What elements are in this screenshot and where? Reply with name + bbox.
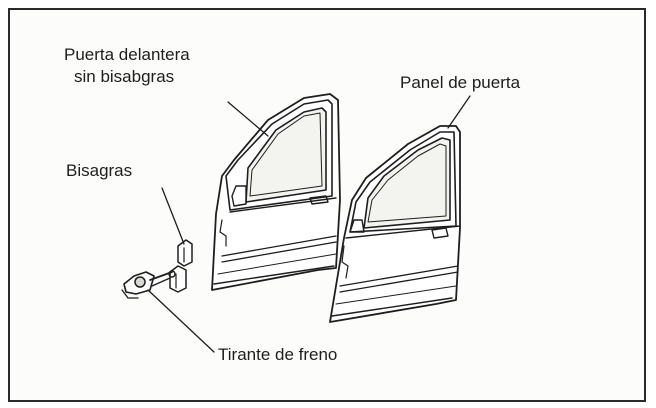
check-strap-icon xyxy=(121,270,176,299)
check-strap-label: Tirante de freno xyxy=(218,345,338,364)
leader-hinges xyxy=(161,187,185,245)
leader-front-door xyxy=(227,101,269,137)
front-door-label-line1: Puerta delantera xyxy=(64,45,190,64)
door-panel-label: Panel de puerta xyxy=(400,73,521,92)
front-door-drawing xyxy=(211,93,341,291)
hinge-icon xyxy=(169,239,193,293)
hinges-label: Bisagras xyxy=(66,161,133,180)
door-panel-drawing xyxy=(329,125,461,323)
leader-door-panel xyxy=(447,95,471,129)
front-door-label-line2: sin bisabgras xyxy=(74,67,175,86)
leader-check-strap xyxy=(147,289,215,353)
